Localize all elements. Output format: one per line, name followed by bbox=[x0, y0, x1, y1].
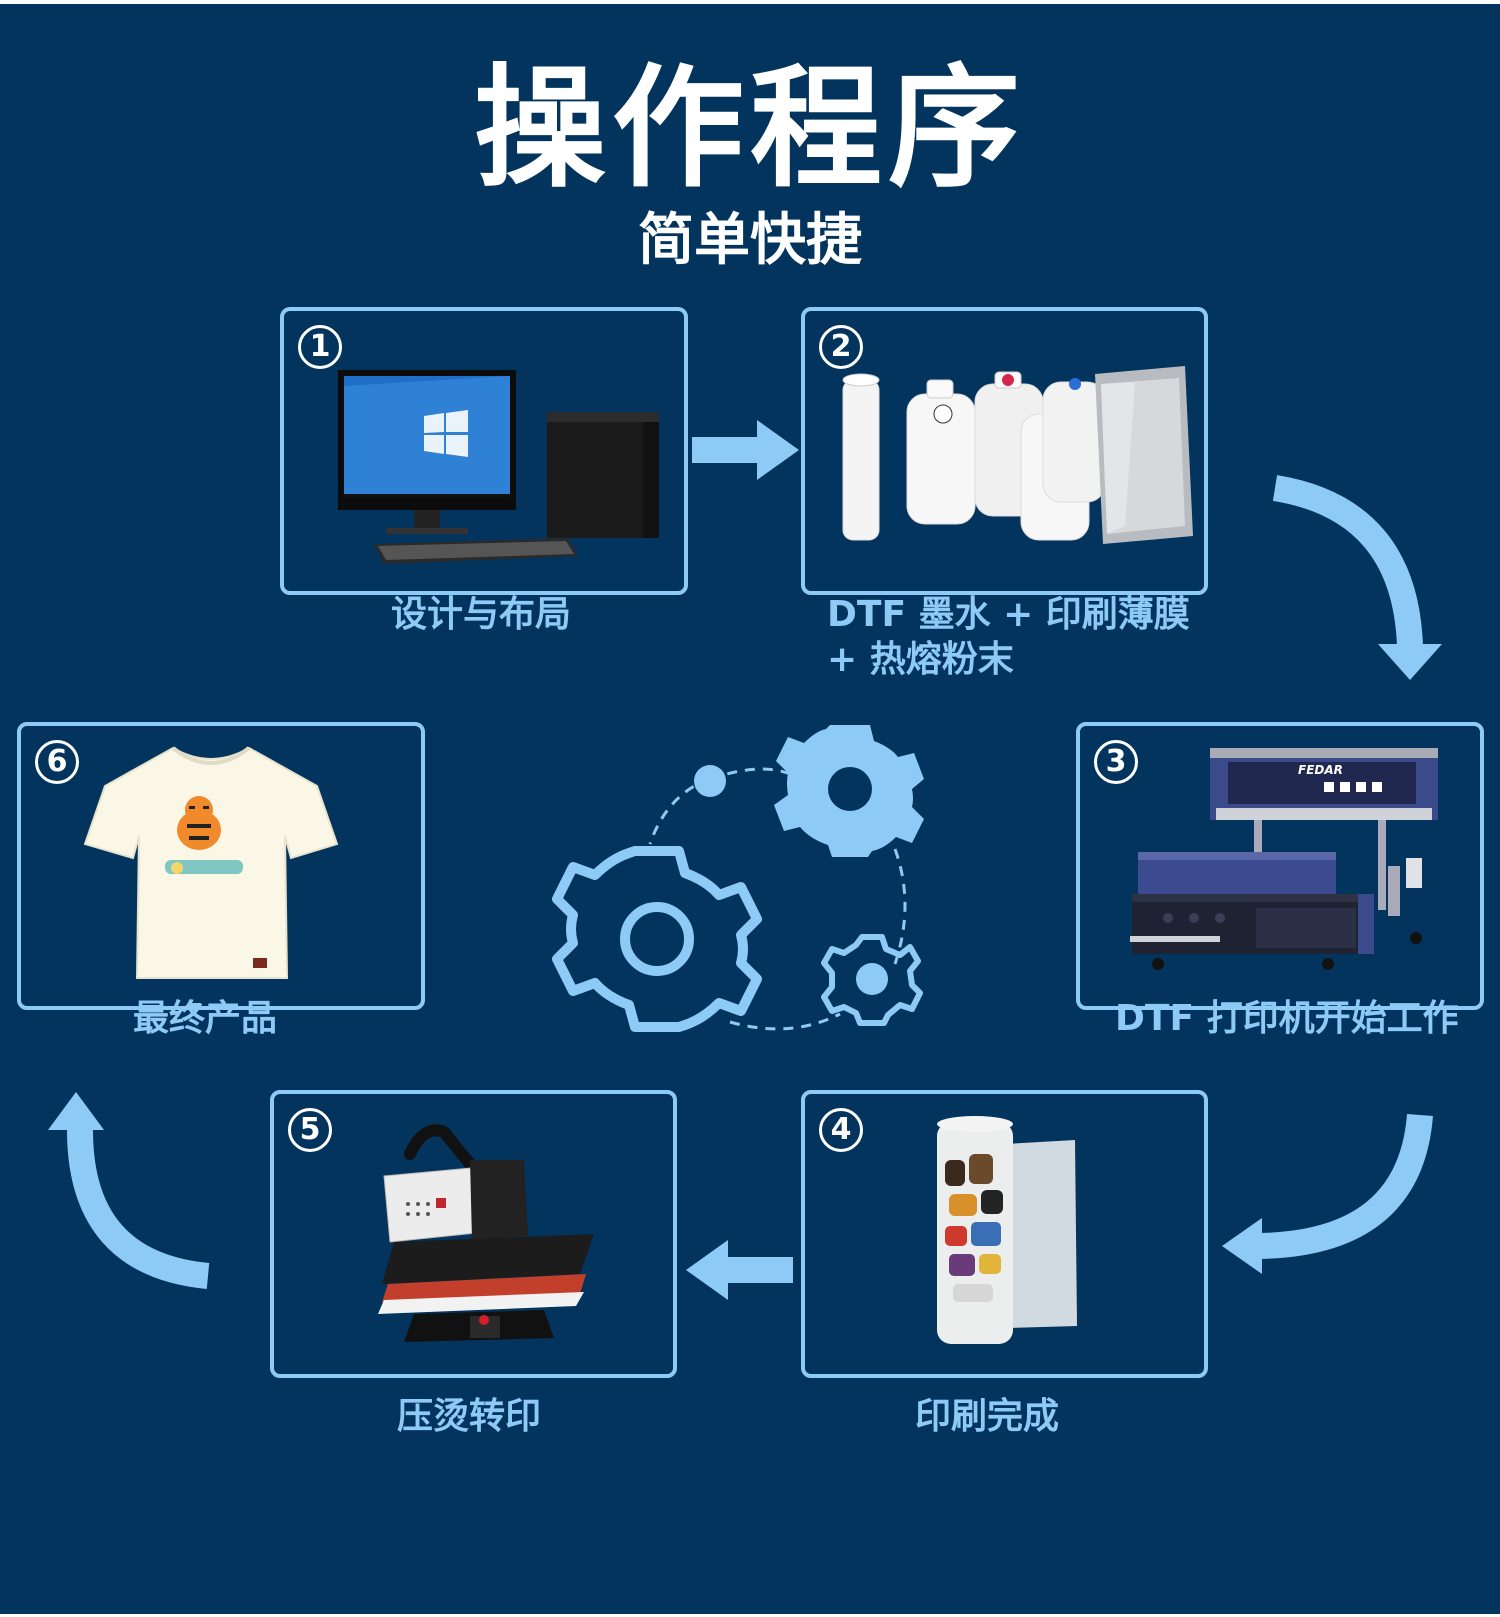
t-shirt-illustration bbox=[83, 746, 339, 979]
curved-arrow-up-icon bbox=[48, 1092, 210, 1289]
step-2-label-line1: DTF 墨水 + 印刷薄膜 bbox=[827, 594, 1190, 635]
printer-brand-logo: FEDAR bbox=[1298, 763, 1343, 777]
gear-small-icon bbox=[821, 934, 923, 1026]
step-4-card: 4 bbox=[801, 1090, 1208, 1378]
page-title: 操作程序 bbox=[474, 52, 1026, 206]
step-number-badge: 1 bbox=[298, 325, 342, 369]
flow-arrows-and-gears bbox=[48, 420, 1442, 1300]
step-number-badge: 3 bbox=[1094, 740, 1138, 784]
step-1-card: 1 bbox=[280, 307, 688, 595]
curved-arrow-down-icon bbox=[1272, 475, 1442, 680]
step-number-badge: 4 bbox=[819, 1108, 863, 1152]
arrow-right-icon bbox=[692, 420, 799, 480]
step-6-card: 6 bbox=[17, 722, 425, 1010]
step-2-label-line2: + 热熔粉末 bbox=[827, 639, 1014, 680]
page-subtitle: 简单快捷 bbox=[638, 208, 862, 273]
ink-film-powder-illustration bbox=[842, 366, 1193, 544]
step-3-label: DTF 打印机开始工作 bbox=[1115, 998, 1459, 1039]
orbit-dot bbox=[694, 765, 726, 797]
step-5-label: 压烫转印 bbox=[397, 1396, 542, 1437]
arrow-left-icon bbox=[686, 1240, 793, 1300]
step-6-label: 最终产品 bbox=[133, 998, 278, 1039]
process-diagram: 操作程序 简单快捷 bbox=[0, 4, 1500, 1614]
step-3-card: 3 FEDAR bbox=[1076, 722, 1484, 1010]
step-number-badge: 6 bbox=[35, 740, 79, 784]
curved-arrow-left-icon bbox=[1222, 1113, 1433, 1274]
heat-press-illustration bbox=[378, 1124, 594, 1342]
step-5-card: 5 bbox=[270, 1090, 677, 1378]
step-1-label: 设计与布局 bbox=[391, 594, 572, 635]
step-number-badge: 5 bbox=[288, 1108, 332, 1152]
step-4-label: 印刷完成 bbox=[915, 1396, 1060, 1437]
gear-outline-icon bbox=[552, 846, 762, 1032]
computer-illustration bbox=[338, 370, 659, 564]
dtf-printer-illustration: FEDAR bbox=[1130, 748, 1438, 970]
step-2-card: 2 bbox=[801, 307, 1208, 595]
gear-solid-icon bbox=[774, 725, 924, 857]
step-number-badge: 2 bbox=[819, 325, 863, 369]
printed-film-roll-illustration bbox=[937, 1116, 1077, 1344]
